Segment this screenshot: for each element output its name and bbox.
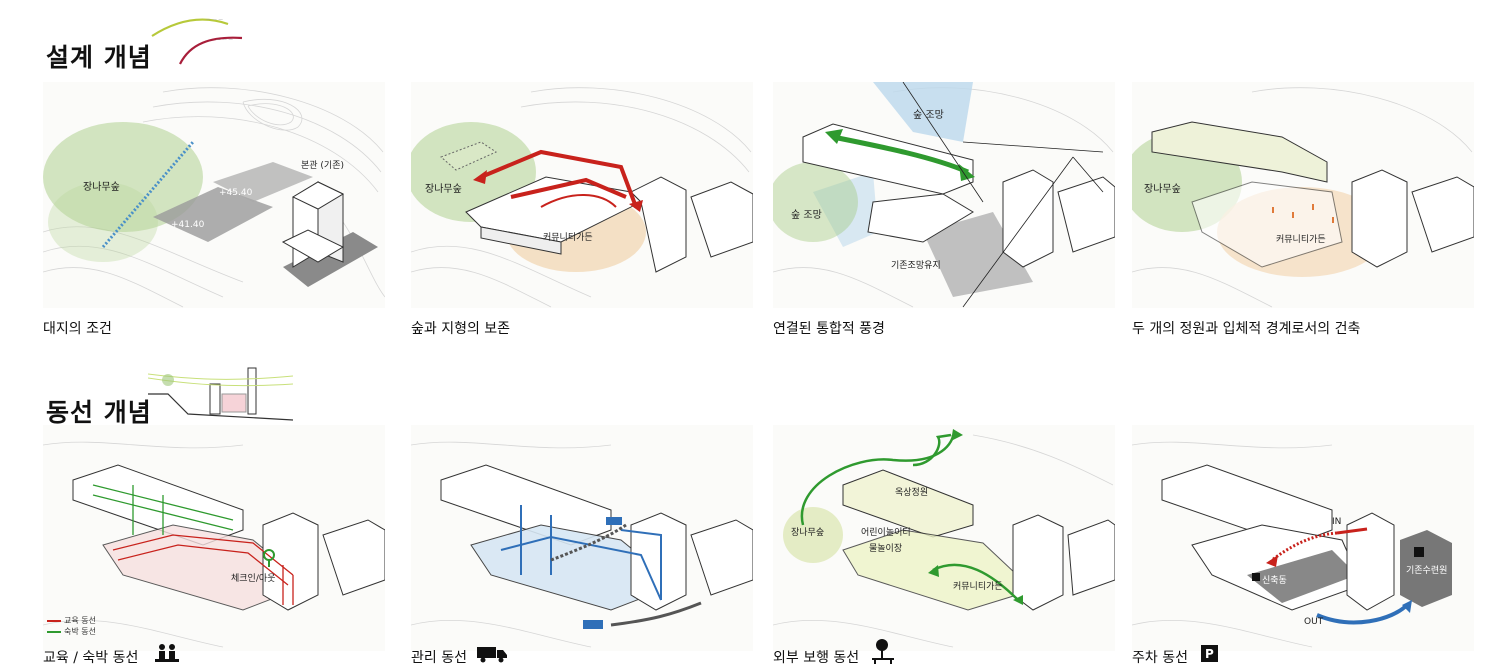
parking-in-label: IN: [1332, 517, 1341, 527]
water-play-label: 물놀이장: [869, 541, 902, 554]
panel-pedestrian-circulation: 옥상정원 장나무숲 어린이놀이터 물놀이장 커뮤니티가든: [773, 425, 1115, 651]
svg-text:ㅡ ㅡ ㅡ: ㅡ ㅡ ㅡ: [216, 38, 233, 44]
panel-forest-preservation: 장나무숲 커뮤니티가든: [411, 82, 753, 308]
parking-icon: P: [1201, 645, 1218, 662]
new-building-label: 신축동: [1262, 573, 1287, 586]
forest-view-label: 숲 조망: [913, 106, 944, 121]
forest-label: 장나무숲: [1144, 180, 1181, 195]
elevation-label-upper: +45.40: [219, 188, 252, 198]
caption-site-conditions: 대지의 조건: [43, 318, 112, 338]
forest-label: 장나무숲: [425, 180, 462, 195]
circulation-concept-title: 동선 개념: [46, 393, 152, 429]
playground-label: 어린이놀이터: [861, 525, 911, 538]
legend-lodging: 숙박 동선: [47, 626, 96, 637]
caption-pedestrian-circulation: 외부 보행 동선: [773, 647, 859, 667]
rooftop-garden-label: 옥상정원: [895, 485, 928, 498]
community-garden-label: 커뮤니티가든: [953, 579, 1003, 592]
forest-label: 장나무숲: [83, 178, 120, 193]
panel-two-gardens: 장나무숲 커뮤니티가든: [1132, 82, 1474, 308]
checkin-label: 체크인/아웃: [231, 571, 275, 584]
panel-management-circulation: [411, 425, 753, 651]
design-concept-title: 설계 개념: [46, 38, 152, 74]
caption-two-gardens: 두 개의 정원과 입체적 경계로서의 건축: [1132, 318, 1360, 338]
section-sketch-icon: [148, 364, 293, 422]
existing-main-building-label: 본관 (기존): [301, 158, 344, 171]
existing-view-label: 기존조망유지: [891, 258, 941, 271]
elevation-label-lower: +41.40: [171, 220, 204, 230]
caption-parking-circulation: 주차 동선: [1132, 647, 1188, 667]
panel-site-conditions: 장나무숲 본관 (기존) +45.40 +41.40: [43, 82, 385, 308]
caption-education-lodging-circulation: 교육 / 숙박 동선: [43, 647, 138, 667]
parking-out-label: OUT: [1304, 617, 1323, 627]
truck-icon: [477, 645, 507, 663]
caption-connected-landscape: 연결된 통합적 풍경: [773, 318, 885, 338]
forest-label: 장나무숲: [791, 525, 824, 538]
legend-education: 교육 동선: [47, 615, 96, 626]
panel-parking-circulation: IN OUT 신축동 기존수련원: [1132, 425, 1474, 651]
tree-bench-icon: [870, 638, 896, 664]
community-garden-label: 커뮤니티가든: [1276, 232, 1326, 245]
concept-sketch-icon: ㅡ ㅡ ㅡ ㅡ ㅡ ㅡ: [150, 14, 250, 70]
svg-text:ㅡ ㅡ ㅡ: ㅡ ㅡ ㅡ: [206, 18, 223, 24]
people-icon: [155, 643, 179, 663]
existing-training-center-label: 기존수련원: [1406, 563, 1447, 576]
panel-education-lodging-circulation: 체크인/아웃 교육 동선 숙박 동선: [43, 425, 385, 651]
community-garden-label: 커뮤니티가든: [543, 230, 593, 243]
svg-text:P: P: [1205, 647, 1214, 661]
panel-connected-landscape: 숲 조망 숲 조망 기존조망유지: [773, 82, 1115, 308]
forest-view-label: 숲 조망: [791, 206, 822, 221]
caption-management-circulation: 관리 동선: [411, 647, 467, 667]
caption-forest-preservation: 숲과 지형의 보존: [411, 318, 510, 338]
